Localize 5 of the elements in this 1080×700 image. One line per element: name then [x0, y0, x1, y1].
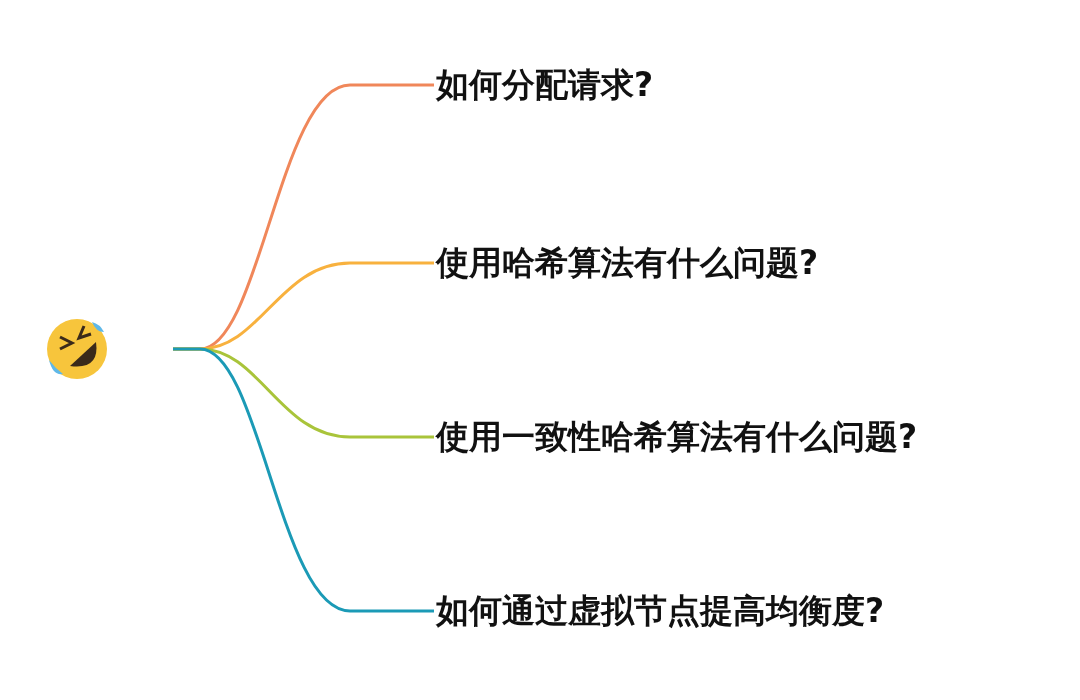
topic-text: 如何通过虚拟节点提高均衡度?: [434, 581, 885, 641]
topic-text: 使用一致性哈希算法有什么问题?: [434, 407, 918, 467]
topic-text: 如何分配请求?: [434, 55, 654, 115]
topic-text: 使用哈希算法有什么问题?: [434, 233, 819, 293]
laughing-face-icon: [47, 319, 107, 379]
